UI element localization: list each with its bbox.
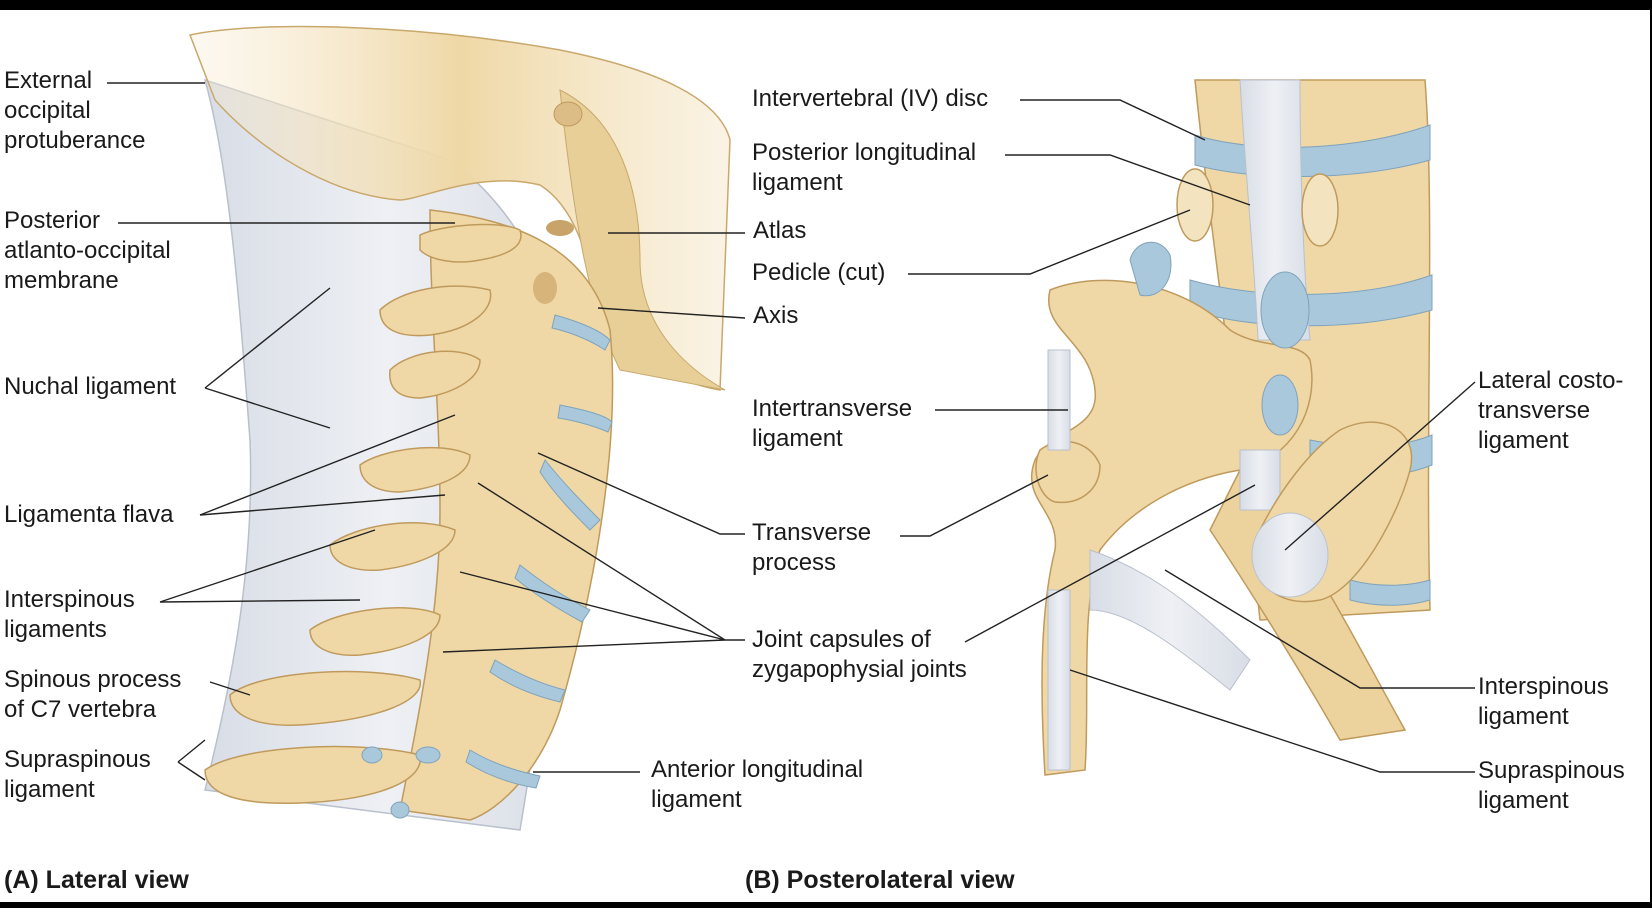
- transverse-foramen: [390, 801, 410, 819]
- label-lateral-costotransverse-ligament: Lateral costo- transverse ligament: [1478, 367, 1624, 454]
- label-interspinous-ligaments: Interspinous ligaments: [4, 586, 135, 643]
- leader-lines: [107, 82, 1476, 781]
- label-joint-capsules: Joint capsules of zygapophysial joints: [752, 626, 967, 683]
- pedicle-cut-left: [1176, 168, 1214, 242]
- label-supraspinous-ligament-b: Supraspinous ligament: [1478, 757, 1625, 814]
- label-axis: Axis: [753, 302, 799, 329]
- label-interspinous-ligament-b: Interspinous ligament: [1478, 673, 1609, 730]
- atlas-foramen: [546, 220, 574, 236]
- label-atlas: Atlas: [753, 217, 807, 244]
- figure-canvas: External occipital protuberance Posterio…: [0, 10, 1650, 902]
- pedicle-cut-right: [1301, 173, 1339, 247]
- caption-panel-a-letter: (A): [4, 866, 39, 894]
- label-intervertebral-disc: Intervertebral (IV) disc: [752, 85, 989, 112]
- intertransverse-ligament-band: [1047, 349, 1071, 451]
- label-external-occipital-protuberance: External occipital protuberance: [4, 67, 146, 154]
- lateral-costotransverse-ligament-band: [1251, 512, 1329, 598]
- cervical-discs: [465, 314, 613, 789]
- label-posterior-longitudinal-ligament: Posterior longitudinal ligament: [752, 139, 977, 196]
- articular-facet-upper: [1260, 271, 1310, 349]
- panel-b-illustration: [1030, 79, 1433, 776]
- transverse-process-tip: [1035, 440, 1101, 504]
- caption-panel-a: (A) Lateral view: [4, 866, 189, 895]
- transverse-foramen: [361, 746, 383, 764]
- joint-capsule-band: [1239, 449, 1281, 511]
- label-ligamenta-flava: Ligamenta flava: [4, 501, 174, 528]
- label-intertransverse-ligament: Intertransverse ligament: [752, 395, 913, 452]
- transverse-process-upper: [1129, 241, 1172, 297]
- articular-facet-mid: [1261, 374, 1299, 436]
- label-posterior-atlanto-occipital-membrane: Posterior atlanto-occipital membrane: [4, 207, 171, 294]
- label-pedicle-cut: Pedicle (cut): [752, 259, 886, 286]
- occipital-condyle: [553, 101, 583, 127]
- label-nuchal-ligament: Nuchal ligament: [4, 373, 177, 400]
- label-transverse-process: Transverse process: [752, 519, 872, 576]
- caption-panel-b: (B) Posterolateral view: [745, 866, 1015, 895]
- label-supraspinous-ligament-a: Supraspinous ligament: [4, 746, 151, 803]
- caption-panel-a-text: Lateral view: [45, 866, 189, 894]
- interspinous-ligament-sheet: [1089, 549, 1251, 691]
- spinous-processes: [204, 223, 522, 804]
- caption-panel-b-text: Posterolateral view: [786, 866, 1015, 894]
- supraspinous-ligament-band: [1047, 589, 1071, 771]
- axis-foramen: [533, 272, 557, 304]
- caption-panel-b-letter: (B): [745, 866, 780, 894]
- label-anterior-longitudinal-ligament: Anterior longitudinal ligament: [651, 756, 864, 813]
- transverse-foramen: [415, 746, 441, 764]
- panel-a-illustration: [188, 25, 731, 831]
- label-spinous-process-c7: Spinous process of C7 vertebra: [4, 666, 182, 723]
- anatomy-illustration: [107, 25, 1476, 831]
